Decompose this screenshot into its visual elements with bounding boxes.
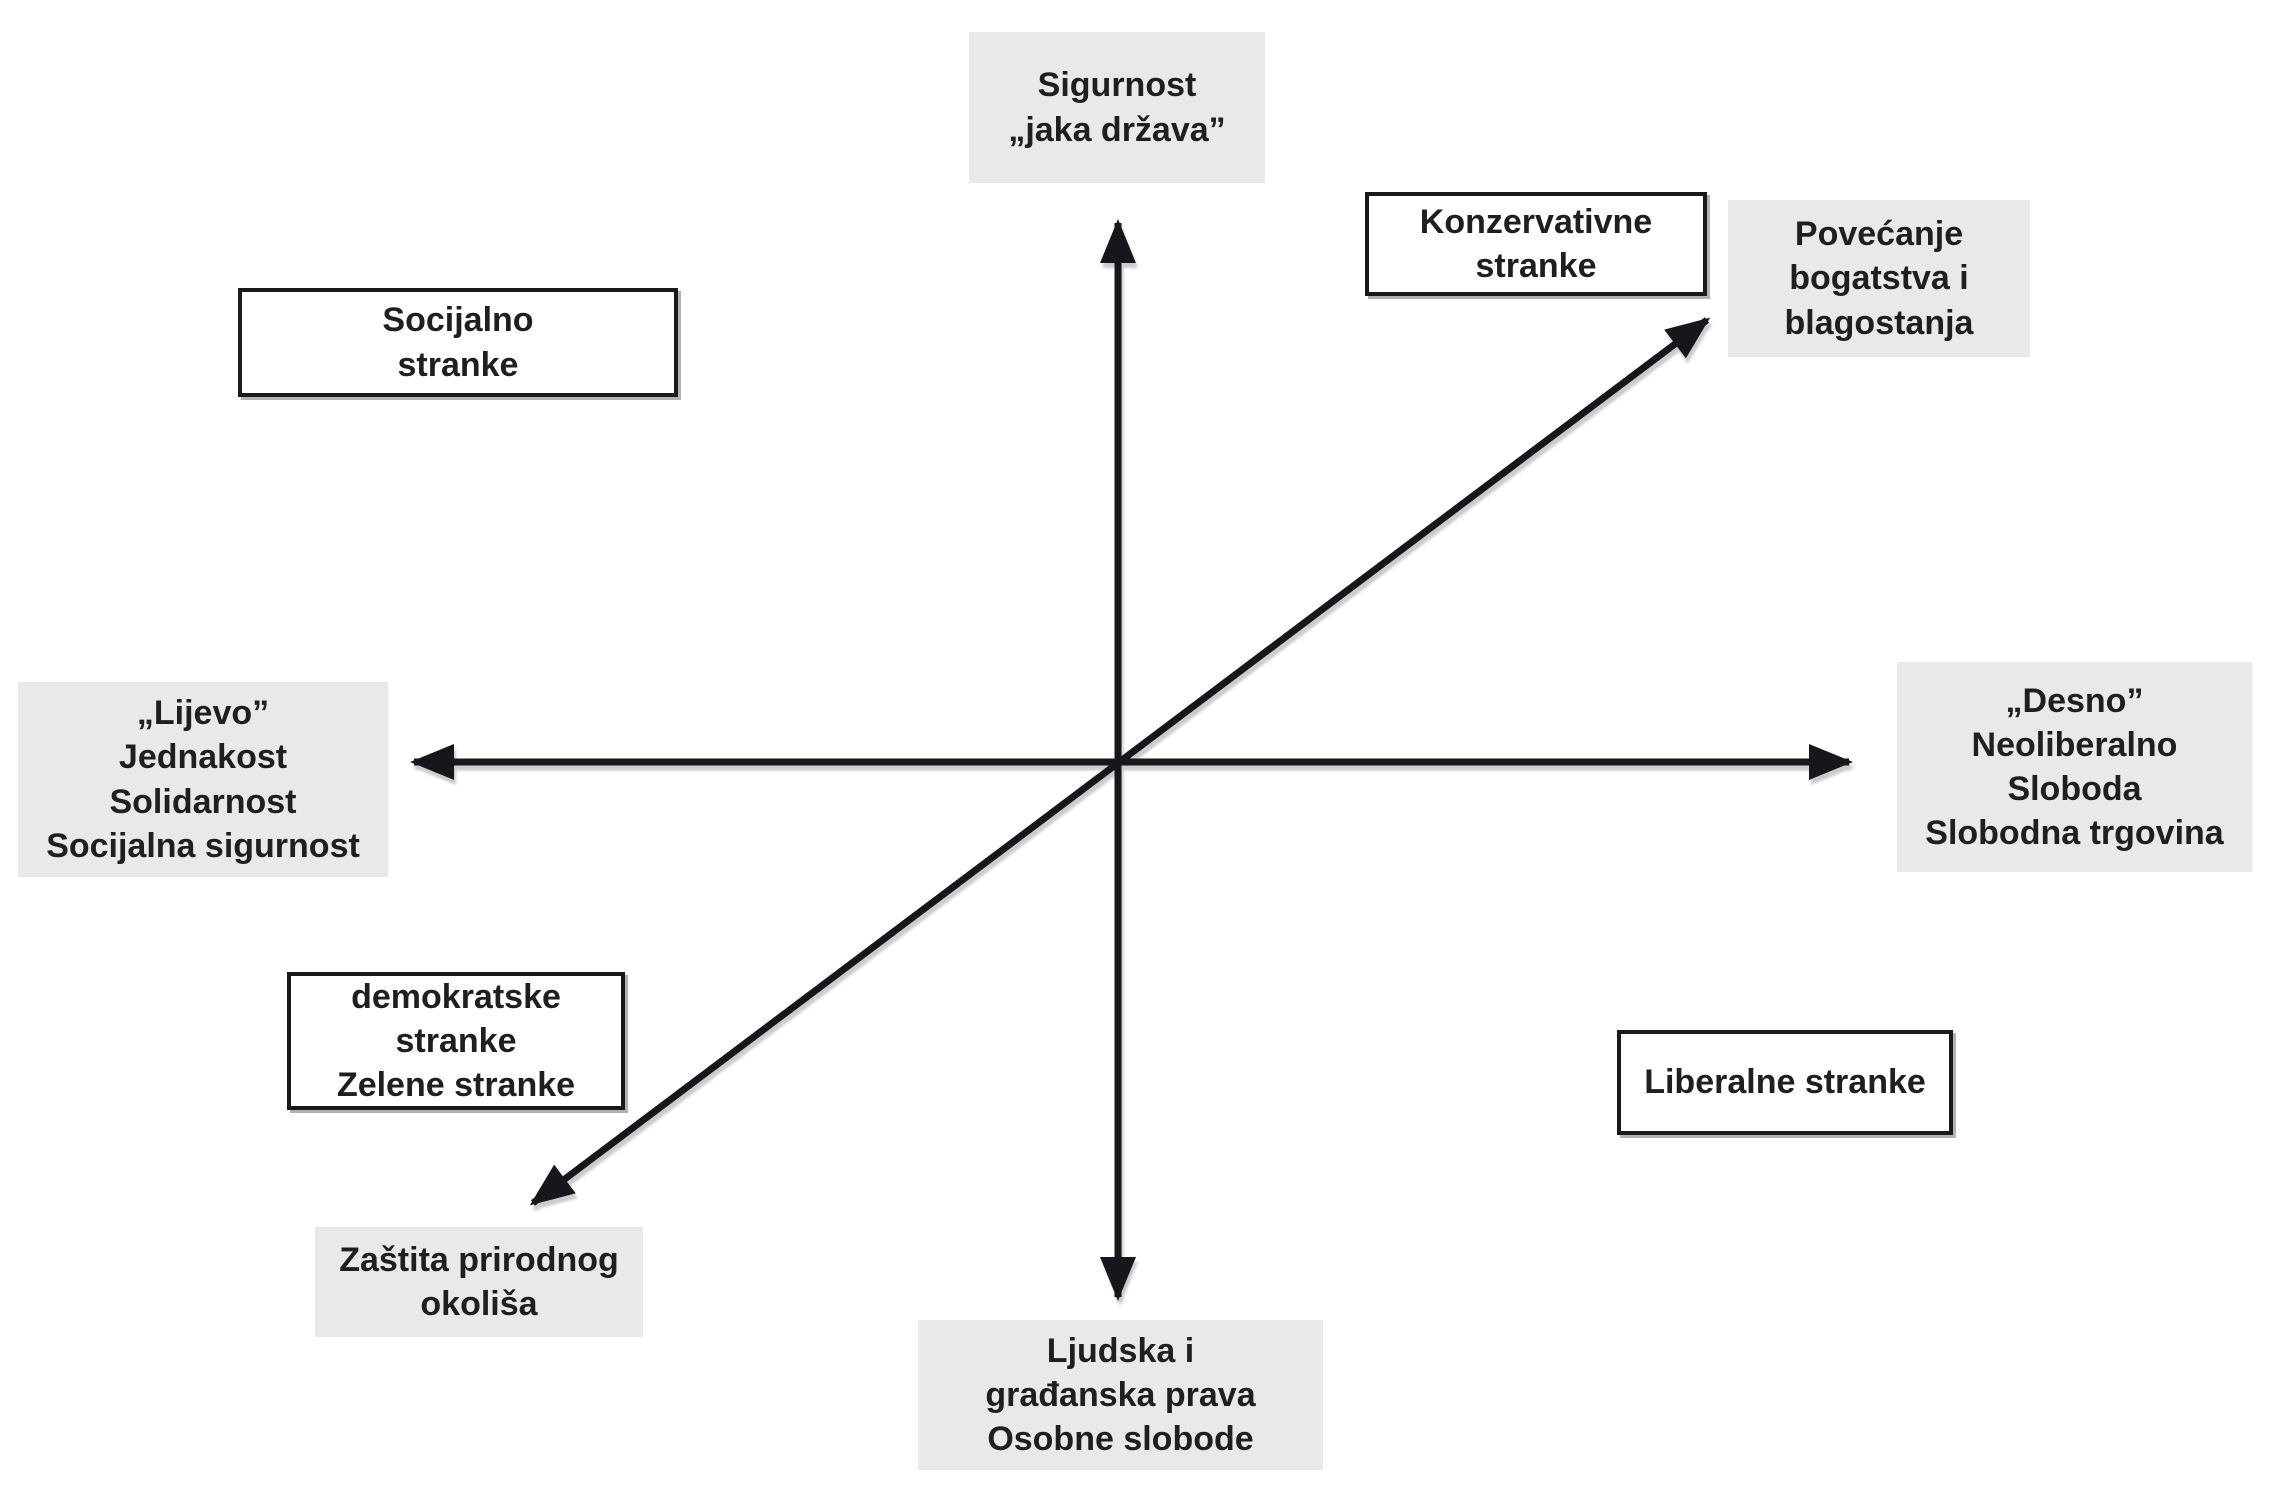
- label-security-strong-state: Sigurnost „jaka država”: [969, 32, 1265, 183]
- label-right-pole-text: „Desno” Neoliberalno Sloboda Slobodna tr…: [1925, 681, 2224, 853]
- label-democratic-green-parties-text: demokratske stranke Zelene stranke: [336, 977, 576, 1105]
- label-social-parties: Socijalno stranke: [238, 288, 678, 397]
- label-human-civil-rights-text: Ljudska i građanska prava Osobne slobode: [985, 1331, 1256, 1459]
- label-liberal-parties: Liberalne stranke: [1617, 1030, 1953, 1135]
- label-social-parties-text: Socijalno stranke: [382, 301, 534, 384]
- label-liberal-parties-text: Liberalne stranke: [1644, 1063, 1926, 1102]
- label-wealth-prosperity: Povećanje bogatstva i blagostanja: [1728, 200, 2030, 357]
- label-democratic-green-parties: demokratske stranke Zelene stranke: [287, 972, 625, 1110]
- label-environment-protection: Zaštita prirodnog okoliša: [315, 1227, 643, 1337]
- label-environment-protection-text: Zaštita prirodnog okoliša: [339, 1240, 619, 1323]
- label-wealth-prosperity-text: Povećanje bogatstva i blagostanja: [1784, 215, 1974, 342]
- label-left-pole-text: „Lijevo” Jednakost Solidarnost Socijalna…: [46, 694, 360, 865]
- label-conservative-parties: Konzervativne stranke: [1365, 192, 1707, 296]
- label-human-civil-rights: Ljudska i građanska prava Osobne slobode: [918, 1320, 1323, 1470]
- label-right-pole: „Desno” Neoliberalno Sloboda Slobodna tr…: [1897, 662, 2252, 872]
- label-left-pole: „Lijevo” Jednakost Solidarnost Socijalna…: [18, 682, 388, 877]
- diagonal-axis-line: [529, 317, 1711, 1206]
- label-security-strong-state-text: Sigurnost „jaka država”: [1008, 66, 1226, 149]
- label-conservative-parties-text: Konzervativne stranke: [1419, 202, 1653, 285]
